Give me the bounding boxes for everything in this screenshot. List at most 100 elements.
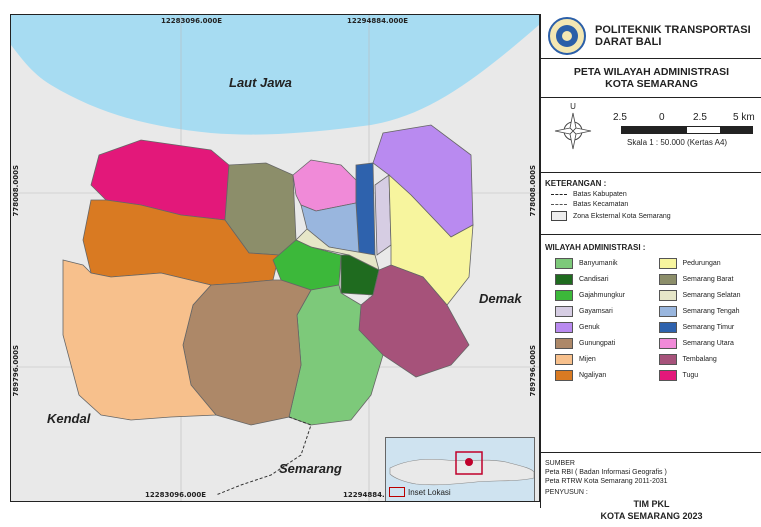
map-canvas[interactable] [11, 15, 539, 501]
wilayah-color-swatch [555, 370, 573, 381]
region-label-demak: Demak [479, 291, 522, 306]
wilayah-color-swatch [555, 258, 573, 269]
wilayah-legend-item: Tembalang [658, 354, 759, 365]
coord-right-lower: 789796.000S [529, 345, 537, 397]
map-title-line2: KOTA SEMARANG [605, 78, 698, 90]
keterangan-item: Batas Kecamatan [551, 201, 758, 208]
institution-logo-icon [548, 17, 586, 55]
source-line2: Peta RTRW Kota Semarang 2011-2031 [545, 478, 668, 485]
district-mijen[interactable] [62, 259, 217, 421]
wilayah-color-swatch [658, 322, 677, 333]
wilayah-legend-item: Semarang Selatan [658, 290, 759, 301]
wilayah-color-swatch [555, 274, 573, 285]
coord-top-left: 12283096.000E [161, 17, 223, 25]
wilayah-label: Genuk [579, 324, 600, 331]
inset-legend-label: Inset Lokasi [408, 487, 451, 497]
wilayah-label: Semarang Tengah [682, 308, 740, 315]
wilayah-color-swatch [658, 274, 677, 285]
wilayah-label: Semarang Barat [682, 276, 734, 283]
map-frame[interactable]: 12283096.000E 12294884.000E 12283096.000… [10, 14, 540, 502]
wilayah-color-swatch [555, 338, 573, 349]
wilayah-legend-item: Semarang Timur [658, 322, 759, 333]
wilayah-label: Semarang Selatan [682, 292, 741, 299]
coord-bottom-right: 12294884.000E [343, 491, 405, 499]
district-semarang-timur[interactable] [355, 162, 376, 256]
scale-caption: Skala 1 : 50.000 (Kertas A4) [627, 138, 728, 147]
north-arrow: U [553, 102, 593, 156]
wilayah-title: WILAYAH ADMINISTRASI : [545, 243, 646, 252]
institution-name-line1: POLITEKNIK TRANSPORTASI [595, 24, 751, 36]
coord-left-lower: 789796.000S [12, 345, 20, 397]
wilayah-color-swatch [658, 258, 677, 269]
wilayah-color-swatch [555, 306, 573, 317]
wilayah-label: Gayamsari [579, 308, 613, 315]
district-pedurungan[interactable] [388, 174, 474, 306]
institution-name-line2: DARAT BALI [595, 36, 662, 48]
inset-java-svg [389, 451, 535, 486]
wilayah-legend-item: Candisari [555, 274, 655, 285]
map-title: PETA WILAYAH ADMINISTRASI KOTA SEMARANG [541, 59, 761, 98]
wilayah-section: WILAYAH ADMINISTRASI : Banyumanik Pedurun… [541, 235, 761, 453]
penyusun-label: PENYUSUN : [545, 489, 588, 496]
wilayah-legend-item: Gunungpati [555, 338, 655, 349]
wilayah-label: Ngaliyan [579, 372, 607, 379]
inset-location-box [455, 451, 483, 475]
wilayah-legend-item: Semarang Utara [658, 338, 759, 349]
wilayah-label: Tugu [682, 372, 699, 379]
legend-panel: POLITEKNIK TRANSPORTASI DARAT BALI PETA … [540, 14, 761, 521]
wilayah-legend-item: Pedurungan [658, 258, 759, 269]
keterangan-title: KETERANGAN : [545, 179, 607, 188]
wilayah-label: Gajahmungkur [579, 292, 625, 299]
coord-top-right: 12294884.000E [347, 17, 409, 25]
wilayah-color-swatch [555, 290, 573, 301]
wilayah-color-swatch [658, 370, 677, 381]
wilayah-legend-item: Ngaliyan [555, 370, 655, 381]
wilayah-color-swatch [555, 354, 573, 365]
keterangan-item: Zona Eksternal Kota Semarang [551, 211, 758, 221]
scale-section: U 2.5 0 2.5 5 km Skala 1 : 50.000 (Kerta… [541, 98, 761, 173]
keterangan-section: KETERANGAN : Batas Kabupaten Batas Kecam… [541, 173, 761, 235]
wilayah-color-swatch [555, 322, 573, 333]
wilayah-color-swatch [658, 338, 677, 349]
wilayah-legend-item: Semarang Barat [658, 274, 759, 285]
wilayah-label: Semarang Utara [682, 340, 734, 347]
source-section: SUMBER Peta RBI ( Badan Informasi Geogra… [541, 453, 761, 527]
north-label: U [570, 102, 576, 111]
wilayah-label: Banyumanik [579, 260, 618, 267]
scale-bar [621, 126, 753, 134]
wilayah-label: Pedurungan [682, 260, 721, 267]
scale-tick-2: 2.5 [693, 112, 707, 123]
wilayah-legend-item: Genuk [555, 322, 655, 333]
sea-area [11, 15, 539, 135]
wilayah-color-swatch [658, 354, 677, 365]
team-year: KOTA SEMARANG 2023 [600, 511, 703, 521]
inset-map[interactable] [385, 437, 535, 501]
keterangan-item: Batas Kabupaten [551, 191, 758, 198]
wilayah-color-swatch [658, 306, 677, 317]
wilayah-legend-item: Semarang Tengah [658, 306, 759, 317]
coord-left-upper: 778008.000S [12, 165, 20, 217]
source-heading: SUMBER [545, 460, 575, 467]
source-line1: Peta RBI ( Badan Informasi Geografis ) [545, 469, 667, 476]
panel-header: POLITEKNIK TRANSPORTASI DARAT BALI [541, 14, 761, 59]
wilayah-legend-item: Tugu [658, 370, 759, 381]
wilayah-label: Mijen [579, 356, 596, 363]
team-name: TIM PKL [633, 499, 670, 509]
kabupaten-boundary [215, 416, 312, 496]
wilayah-label: Tembalang [682, 356, 717, 363]
wilayah-legend-item: Mijen [555, 354, 655, 365]
wilayah-label: Semarang Timur [682, 324, 735, 331]
inset-legend: Inset Lokasi [385, 487, 451, 497]
inset-location-marker [465, 458, 473, 466]
district-gayamsari[interactable] [374, 174, 392, 256]
map-title-line1: PETA WILAYAH ADMINISTRASI [573, 66, 730, 78]
sea-label: Laut Jawa [229, 75, 292, 90]
scale-tick-3: 5 km [733, 112, 755, 123]
coord-right-upper: 778008.000S [529, 165, 537, 217]
scale-tick-0: 2.5 [613, 112, 627, 123]
scale-tick-1: 0 [659, 112, 665, 123]
wilayah-label: Candisari [579, 276, 609, 283]
wilayah-legend-item: Gayamsari [555, 306, 655, 317]
inset-legend-box [389, 487, 405, 497]
